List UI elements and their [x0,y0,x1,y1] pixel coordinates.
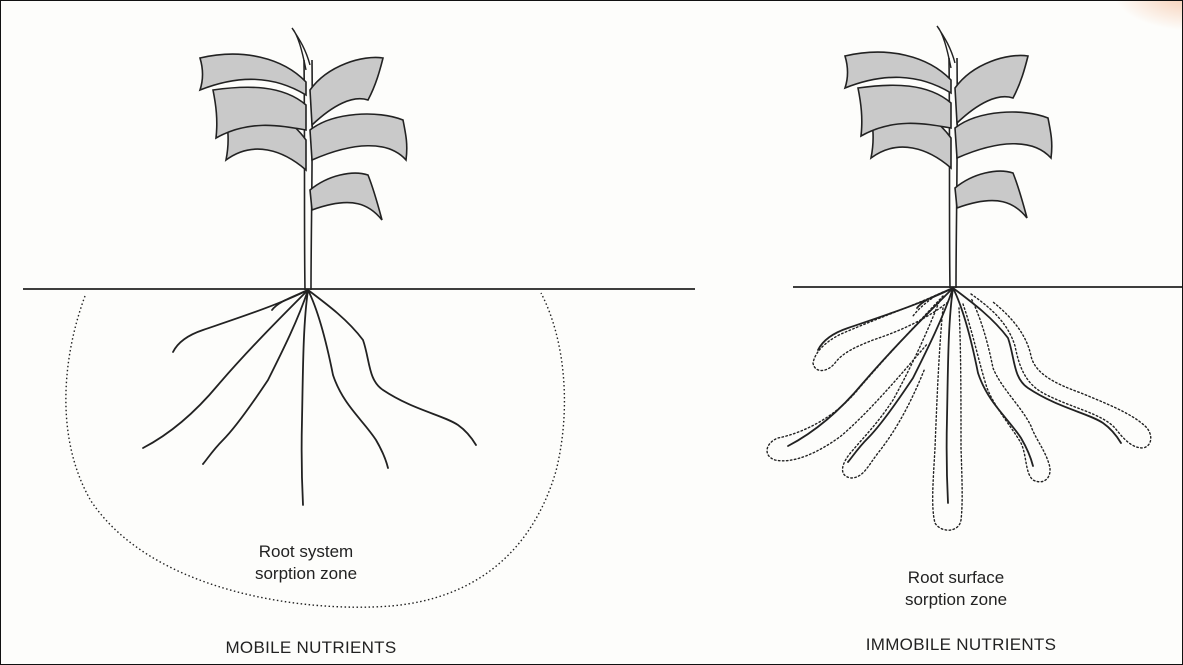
plant-left [200,28,407,290]
plant-right [845,26,1052,288]
roots-left [143,290,476,505]
roots-right [788,288,1121,503]
zone-label-immobile: Root surface sorption zone [881,567,1031,611]
zone-label-immobile-line1: Root surface [881,567,1031,589]
zone-label-immobile-line2: sorption zone [881,589,1031,611]
zone-label-mobile: Root system sorption zone [231,541,381,585]
zone-label-mobile-line1: Root system [231,541,381,563]
zone-label-mobile-line2: sorption zone [231,563,381,585]
caption-immobile-nutrients: IMMOBILE NUTRIENTS [821,635,1101,655]
caption-mobile-nutrients: MOBILE NUTRIENTS [171,638,451,658]
root-surface-sorption-zone-boundary [767,292,1151,530]
